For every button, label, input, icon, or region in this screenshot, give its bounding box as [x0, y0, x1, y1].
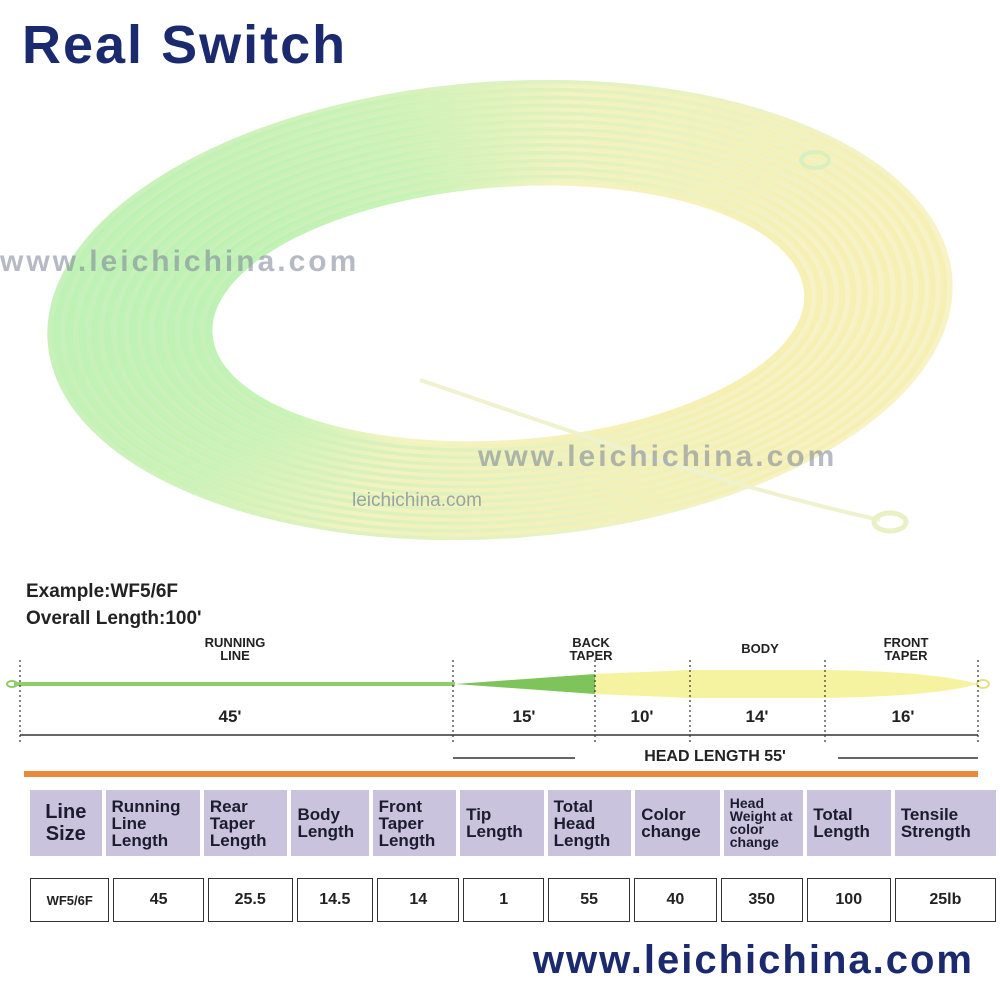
- taper-diagram: [6, 660, 990, 759]
- coil-ring: [59, 87, 942, 533]
- length-back-taper: 15': [512, 707, 536, 726]
- spec-header-cell: Color change: [635, 790, 720, 856]
- spec-header-cell: Rear Taper Length: [203, 790, 288, 856]
- coil-ring: [66, 91, 936, 530]
- spec-value-cell: 14.5: [296, 878, 374, 922]
- back-taper-shape: [455, 674, 595, 694]
- coil-ring: [135, 135, 874, 489]
- front-loop: [976, 679, 990, 689]
- watermark-top: www.leichichina.com: [0, 245, 360, 278]
- example-block: Example:WF5/6F Overall Length:100': [26, 578, 202, 632]
- coil-ring: [129, 131, 880, 493]
- spec-header-cell: Front Taper Length: [372, 790, 457, 856]
- page-title: Real Switch: [22, 15, 348, 75]
- line-leader: [419, 378, 881, 522]
- coil-ring: [148, 143, 863, 482]
- orange-divider: [24, 771, 978, 777]
- length-running: 45': [218, 707, 242, 726]
- coil-ring: [104, 115, 902, 508]
- segment-dividers: [19, 660, 979, 742]
- length-body-b: 14': [745, 707, 769, 726]
- coil-ring: [199, 174, 817, 452]
- welded-loop-top: [799, 150, 831, 170]
- coil-rings: [47, 79, 953, 541]
- coil-ring: [180, 162, 834, 463]
- label-back-taper: BACK TAPER: [569, 635, 613, 663]
- spec-header-cell: Tensile Strength: [894, 790, 996, 856]
- spec-value-cell: 14: [377, 878, 460, 922]
- spec-value-cell: 25.5: [207, 878, 293, 922]
- coil-ring: [91, 107, 914, 515]
- spec-header-cell: Body Length: [291, 790, 369, 856]
- coil-ring: [110, 119, 897, 504]
- coil-ring: [97, 111, 908, 511]
- spec-value-cell: 350: [720, 878, 803, 922]
- spec-header-cell: Tip Length: [460, 790, 544, 856]
- spec-value-cell: 55: [548, 878, 631, 922]
- footer-website: www.leichichina.com: [532, 938, 974, 982]
- coil-ring: [161, 150, 851, 475]
- coil-ring: [47, 79, 953, 541]
- coil-ring: [123, 127, 885, 497]
- spec-header-cell: Total Head Length: [547, 790, 632, 856]
- spec-header-cell: Head Weight at color change: [723, 790, 804, 856]
- fly-line-coil-image: [47, 79, 953, 541]
- spec-value-cell: WF5/6F: [30, 878, 110, 922]
- coil-ring: [85, 103, 919, 519]
- coil-ring: [173, 158, 840, 467]
- example-overall-length: Overall Length:100': [26, 608, 202, 629]
- example-model: Example:WF5/6F: [26, 581, 179, 602]
- welded-loop-end: [871, 510, 909, 534]
- length-body-a: 10': [630, 707, 654, 726]
- coil-ring: [205, 178, 812, 449]
- spec-value-cell: 25lb: [894, 878, 996, 922]
- length-front-taper: 16': [891, 707, 915, 726]
- watermark-middle: www.leichichina.com: [478, 440, 838, 473]
- coil-ring: [142, 139, 868, 486]
- coil-ring: [154, 146, 857, 478]
- spec-value-cell: 100: [806, 878, 891, 922]
- coil-ring: [78, 99, 925, 522]
- spec-header-cell: Running Line Length: [105, 790, 200, 856]
- coil-ring: [116, 123, 891, 500]
- coil-ring: [72, 95, 931, 526]
- label-running-line: RUNNING LINE: [204, 635, 266, 663]
- coil-ring: [53, 83, 948, 537]
- body-shape: [595, 670, 978, 698]
- spec-header-cell: Total Length: [807, 790, 891, 856]
- label-body: BODY: [741, 641, 779, 656]
- head-length-label: HEAD LENGTH 55': [644, 748, 786, 765]
- spec-header-cell: Line Size: [30, 790, 102, 856]
- coil-ring: [186, 166, 829, 460]
- label-front-taper: FRONT TAPER: [883, 635, 929, 663]
- watermark-small: leichichina.com: [352, 490, 482, 511]
- coil-ring: [192, 170, 823, 456]
- coil-ring: [167, 154, 846, 471]
- spec-value-cell: 45: [113, 878, 204, 922]
- running-line-loop: [6, 680, 18, 688]
- spec-value-cell: 40: [634, 878, 717, 922]
- spec-value-cell: 1: [463, 878, 544, 922]
